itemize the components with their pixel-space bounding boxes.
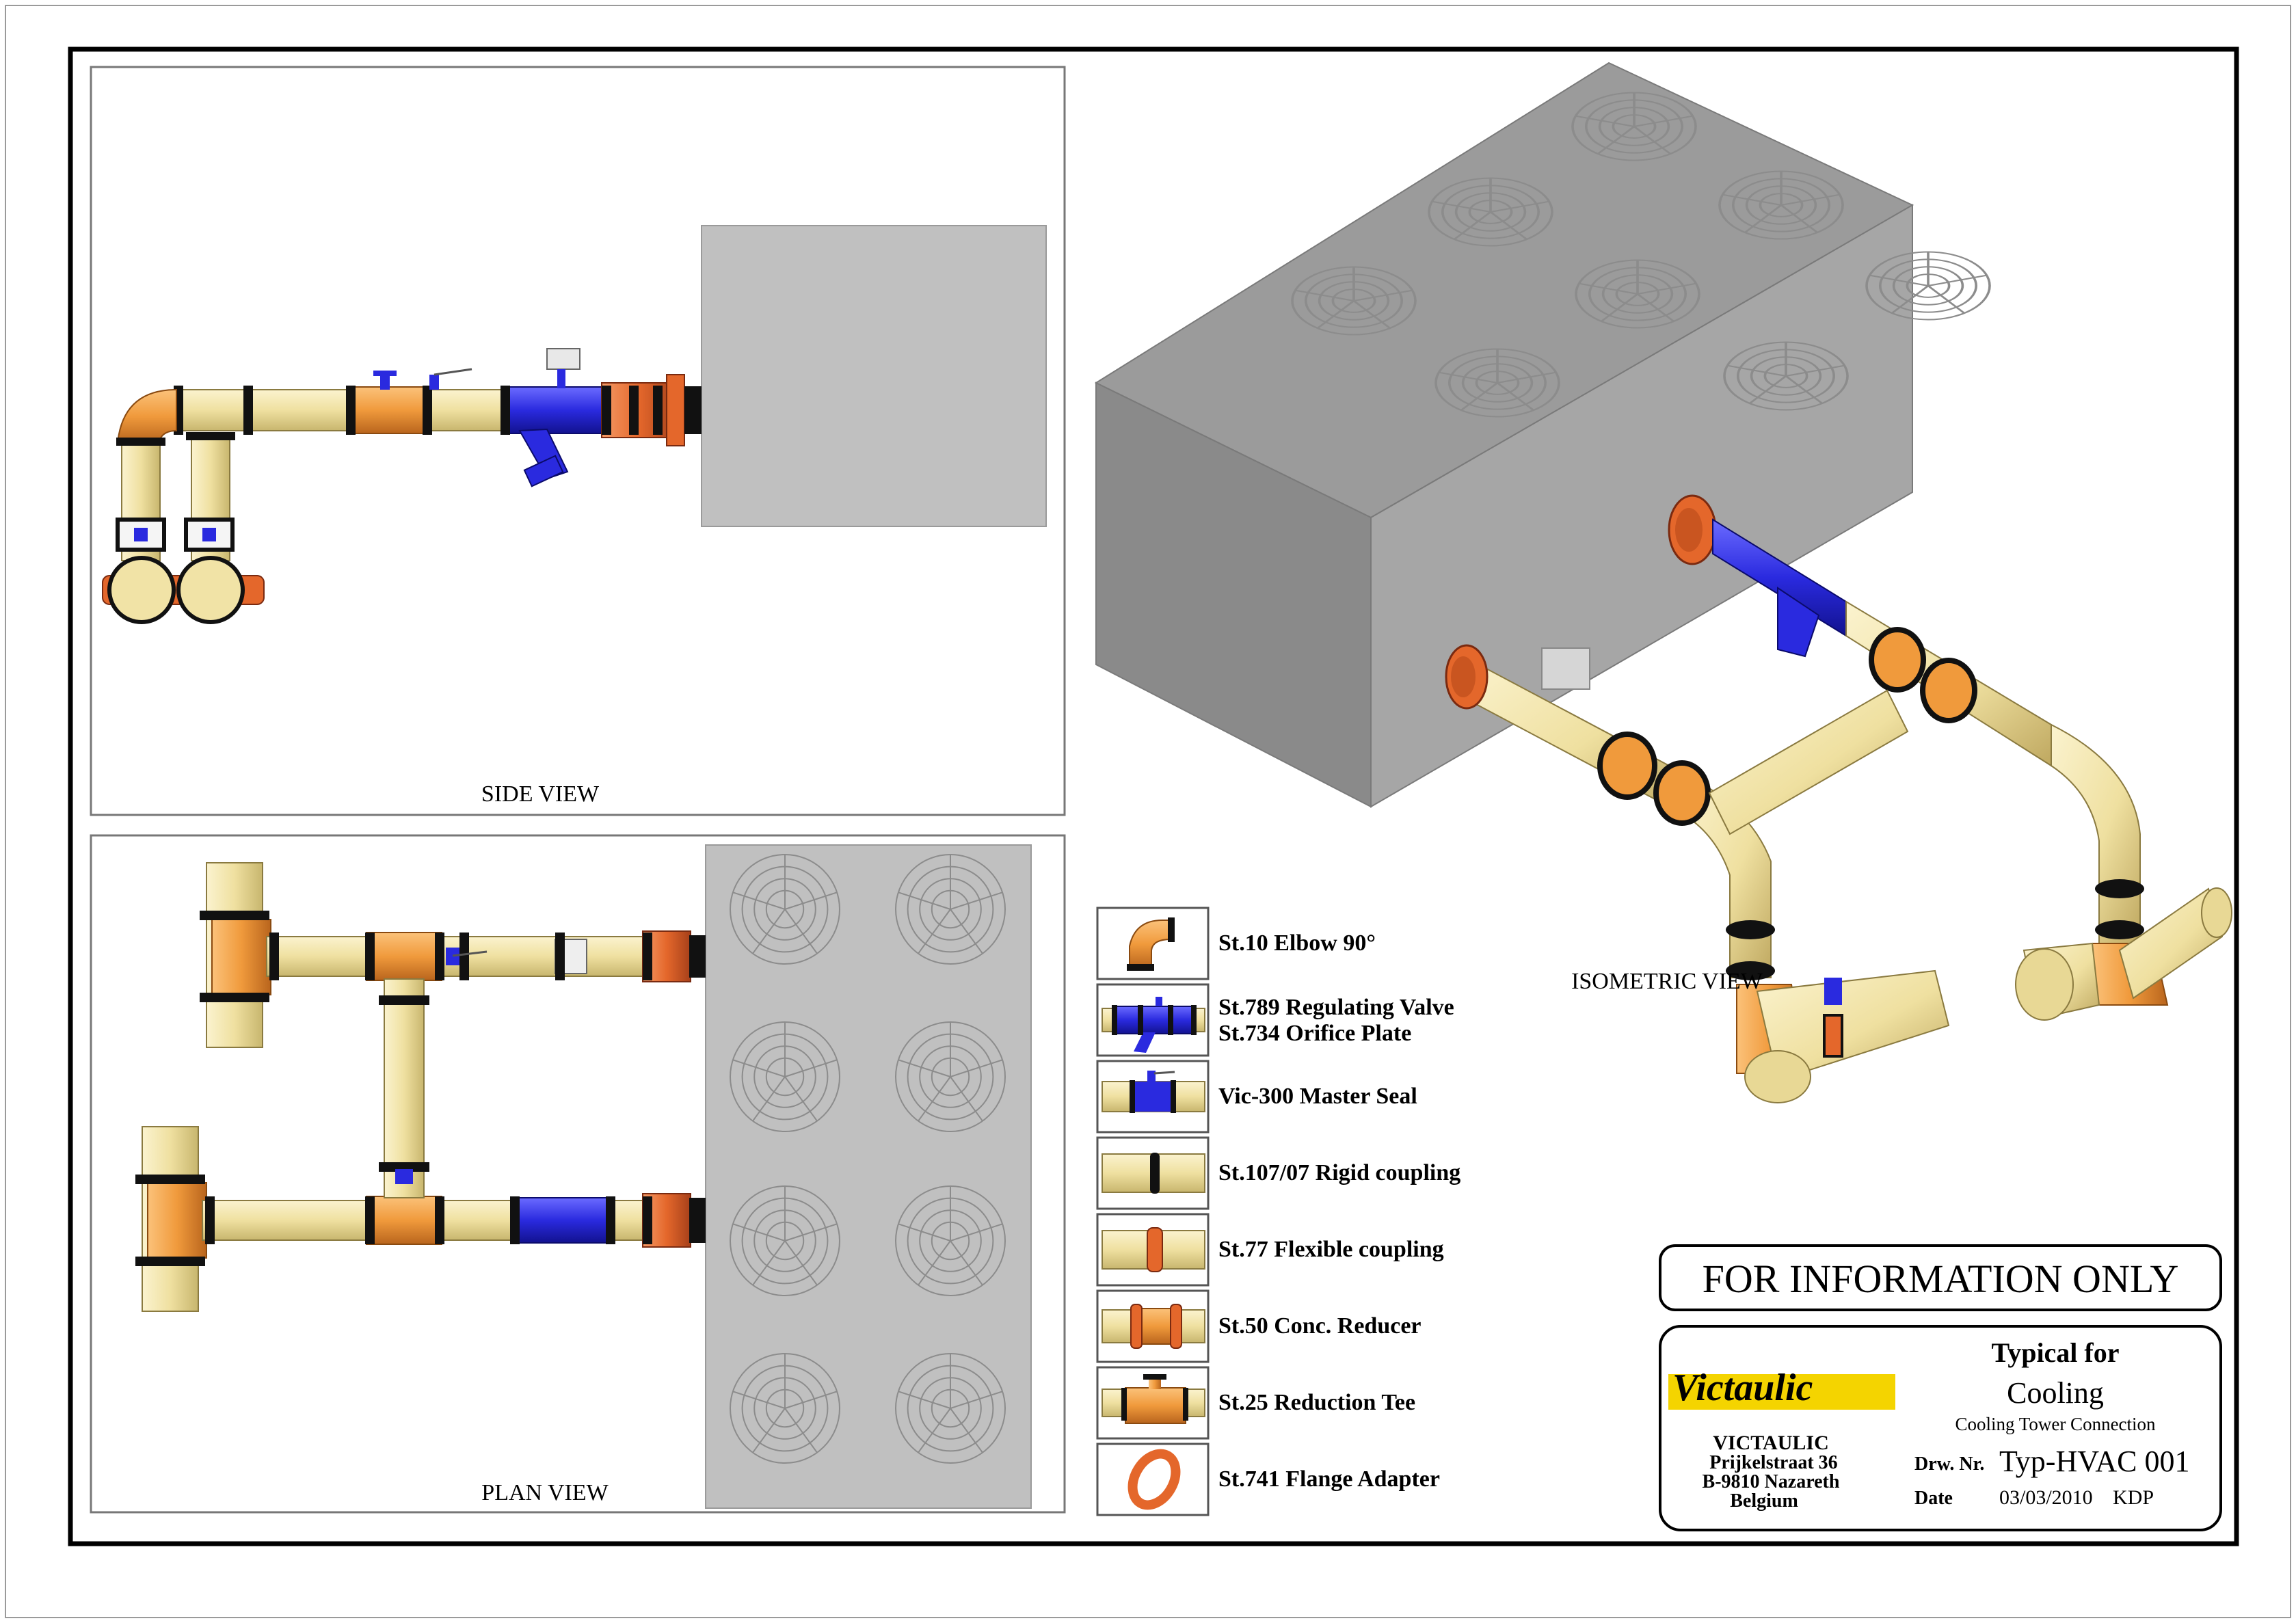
flange-adapter [666, 374, 685, 446]
tower-nozzle [689, 1198, 706, 1243]
fan-icon [730, 1185, 840, 1296]
elbow-icon [1096, 907, 1210, 980]
fan-icon [895, 1185, 1006, 1296]
couplings [135, 911, 269, 1266]
isometric-view: ISOMETRIC VIEW [1094, 62, 2232, 1103]
notice-box [1659, 1244, 2222, 1311]
reduction-tee [147, 1182, 207, 1259]
company-name: VICTAULIC [1713, 1432, 1828, 1454]
master-seal-valve [395, 948, 488, 1184]
coupling [116, 438, 165, 446]
fan-icon [1865, 251, 1991, 321]
pipe [266, 936, 678, 977]
logo-text: Victaulic [1672, 1367, 1813, 1409]
tee [366, 1196, 442, 1245]
pipe [176, 389, 505, 431]
reducer-fitting [349, 386, 427, 434]
tee [366, 932, 442, 981]
application-label: Cooling [2007, 1376, 2104, 1410]
concentric-reducer-icon [1096, 1289, 1210, 1363]
drawing-number: Typ-HVAC 001 [1999, 1445, 2189, 1478]
cooling-tower-side [1370, 204, 1913, 808]
cooling-tower-plan [705, 844, 1032, 1509]
description-label: Cooling Tower Connection [1955, 1414, 2156, 1434]
date-value: 03/03/2010 [1999, 1486, 2093, 1509]
regulating-valve-body [513, 1197, 611, 1244]
tower-fans-plan [730, 854, 1006, 1464]
strainer-cap [523, 455, 564, 487]
fan-icon [1723, 341, 1849, 411]
side-view: SIDE VIEW [90, 66, 1066, 816]
tower-fans-iso [1291, 92, 1991, 418]
legend-label: St.10 Elbow 90° [1218, 930, 1376, 956]
legend-label: St.50 Conc. Reducer [1218, 1313, 1421, 1339]
iso-pipe-run-front [1445, 644, 1950, 1103]
fan-icon [730, 1353, 840, 1464]
legend-label: St.77 Flexible coupling [1218, 1237, 1444, 1262]
orifice-plate-tag [546, 348, 580, 370]
legend: St.10 Elbow 90°St.789 Regulating ValveSt… [1096, 907, 1460, 1516]
title-block: Victaulic VICTAULIC Prijkelstraat 36 B-9… [1659, 1325, 2222, 1531]
cooling-tower-side [701, 225, 1047, 527]
address-line-2: B-9810 Nazareth [1703, 1471, 1840, 1492]
flange-section [601, 382, 678, 438]
valve-stem [557, 369, 565, 388]
flange-adapter-icon [1096, 1443, 1210, 1516]
notice-text: FOR INFORMATION ONLY [1703, 1257, 2179, 1301]
isometric-view-label: ISOMETRIC VIEW [1571, 969, 1763, 994]
fan-icon [1291, 266, 1417, 336]
legend-label: St.741 Flange Adapter [1218, 1466, 1440, 1492]
legend-label: St.789 Regulating Valve [1218, 995, 1454, 1020]
fan-icon [895, 1353, 1006, 1464]
flexible-coupling-icon [1096, 1213, 1210, 1287]
fan-icon [895, 854, 1006, 965]
fan-icon [895, 1021, 1006, 1132]
couplings [205, 933, 652, 1244]
side-view-label: SIDE VIEW [481, 781, 600, 807]
reduction-tee [211, 919, 271, 995]
legend-label: St.107/07 Rigid coupling [1218, 1160, 1460, 1185]
tower-nozzle [684, 386, 702, 434]
regulating-valve-body [504, 386, 608, 434]
legend-label: Vic-300 Master Seal [1218, 1084, 1417, 1109]
valve-assembly-left [116, 518, 235, 552]
rigid-coupling-icon [1096, 1136, 1210, 1210]
drawing-frame [68, 46, 2239, 1546]
master-seal-valve-icon [1096, 1060, 1210, 1134]
legend-icons [1096, 907, 1210, 1516]
address-line-3: Belgium [1730, 1490, 1798, 1512]
author-initials: KDP [2113, 1486, 2154, 1509]
cross-connect-pipe [384, 978, 425, 1198]
header-pipe-end [107, 556, 176, 624]
coupling [186, 432, 235, 440]
fan-icon [1575, 259, 1700, 329]
plan-view-label: PLAN VIEW [481, 1480, 609, 1505]
legend-label: St.734 Orifice Plate [1218, 1021, 1411, 1046]
header-pipe-end [176, 556, 245, 624]
drawing-number-label: Drw. Nr. [1914, 1453, 1984, 1475]
fan-icon [730, 1021, 840, 1132]
fan-icon [1428, 177, 1553, 247]
plan-view: PLAN VIEW [90, 834, 1066, 1514]
iso-pipe-run-back [1668, 494, 2232, 1021]
typical-for-label: Typical for [1991, 1337, 2119, 1368]
master-seal-valve [373, 368, 472, 390]
legend-label: St.25 Reduction Tee [1218, 1390, 1415, 1415]
reduction-tee-icon [1096, 1366, 1210, 1440]
victaulic-logo: Victaulic [1668, 1367, 1895, 1410]
regulating-valve-icon [1096, 983, 1210, 1057]
fan-icon [730, 854, 840, 965]
outer-frame [5, 5, 2291, 1618]
fan-icon [1571, 92, 1697, 161]
address-line-1: Prijkelstraat 36 [1709, 1452, 1837, 1473]
fan-icon [1434, 348, 1560, 418]
tower-nozzle [689, 935, 706, 978]
iso-cross-connect [1708, 689, 1909, 835]
legend-labels: St.10 Elbow 90°St.789 Regulating ValveSt… [1218, 930, 1460, 1492]
fan-icon [1718, 170, 1844, 240]
date-label: Date [1914, 1488, 1953, 1509]
